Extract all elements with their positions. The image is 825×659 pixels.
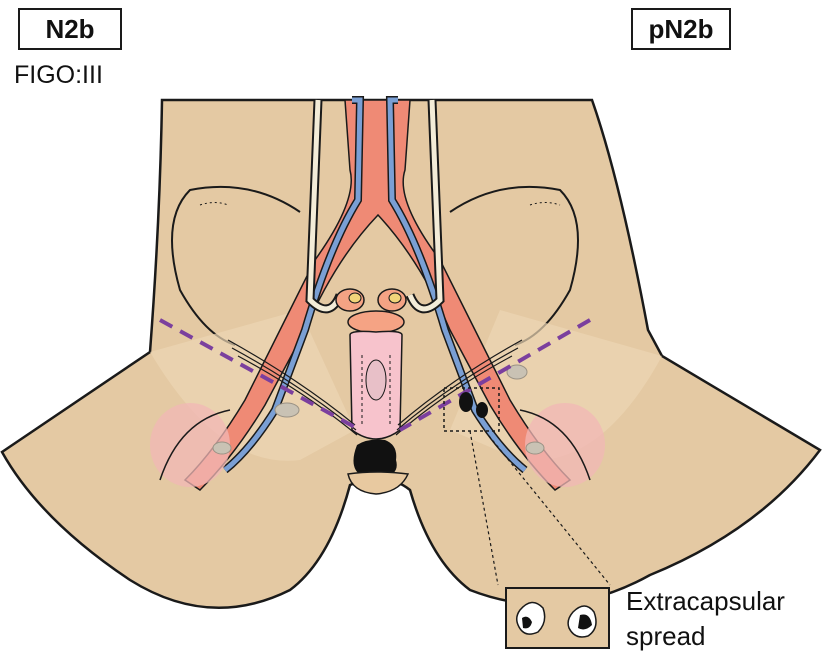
figo-stage-label: FIGO:III — [14, 61, 103, 89]
femoral-region-left — [150, 403, 230, 487]
inguinal-dissection-line-right — [398, 318, 592, 432]
zoom-selection-box — [443, 387, 500, 432]
inset-caption-line2: spread — [626, 621, 706, 651]
iliac-wing-left — [171, 185, 301, 346]
inguinal-dissection-line-left — [159, 318, 361, 432]
inset-caption-line1: Extracapsular — [626, 586, 785, 616]
metastatic-node — [459, 392, 473, 412]
inset-caption: Extracapsular spread — [626, 584, 785, 654]
lymph-node — [212, 441, 232, 455]
pelvis-body — [0, 98, 822, 610]
lymph-node — [525, 441, 545, 455]
primary-tumor — [353, 439, 397, 482]
lymph-node — [274, 402, 300, 418]
uterus-and-ovaries — [335, 288, 407, 440]
pathologic-stage-label: pN2b — [631, 8, 731, 50]
inset-extracapsular-view — [505, 587, 610, 649]
lymph-node — [506, 364, 528, 380]
clinical-stage-label: N2b — [18, 8, 122, 50]
metastatic-node — [476, 402, 488, 418]
